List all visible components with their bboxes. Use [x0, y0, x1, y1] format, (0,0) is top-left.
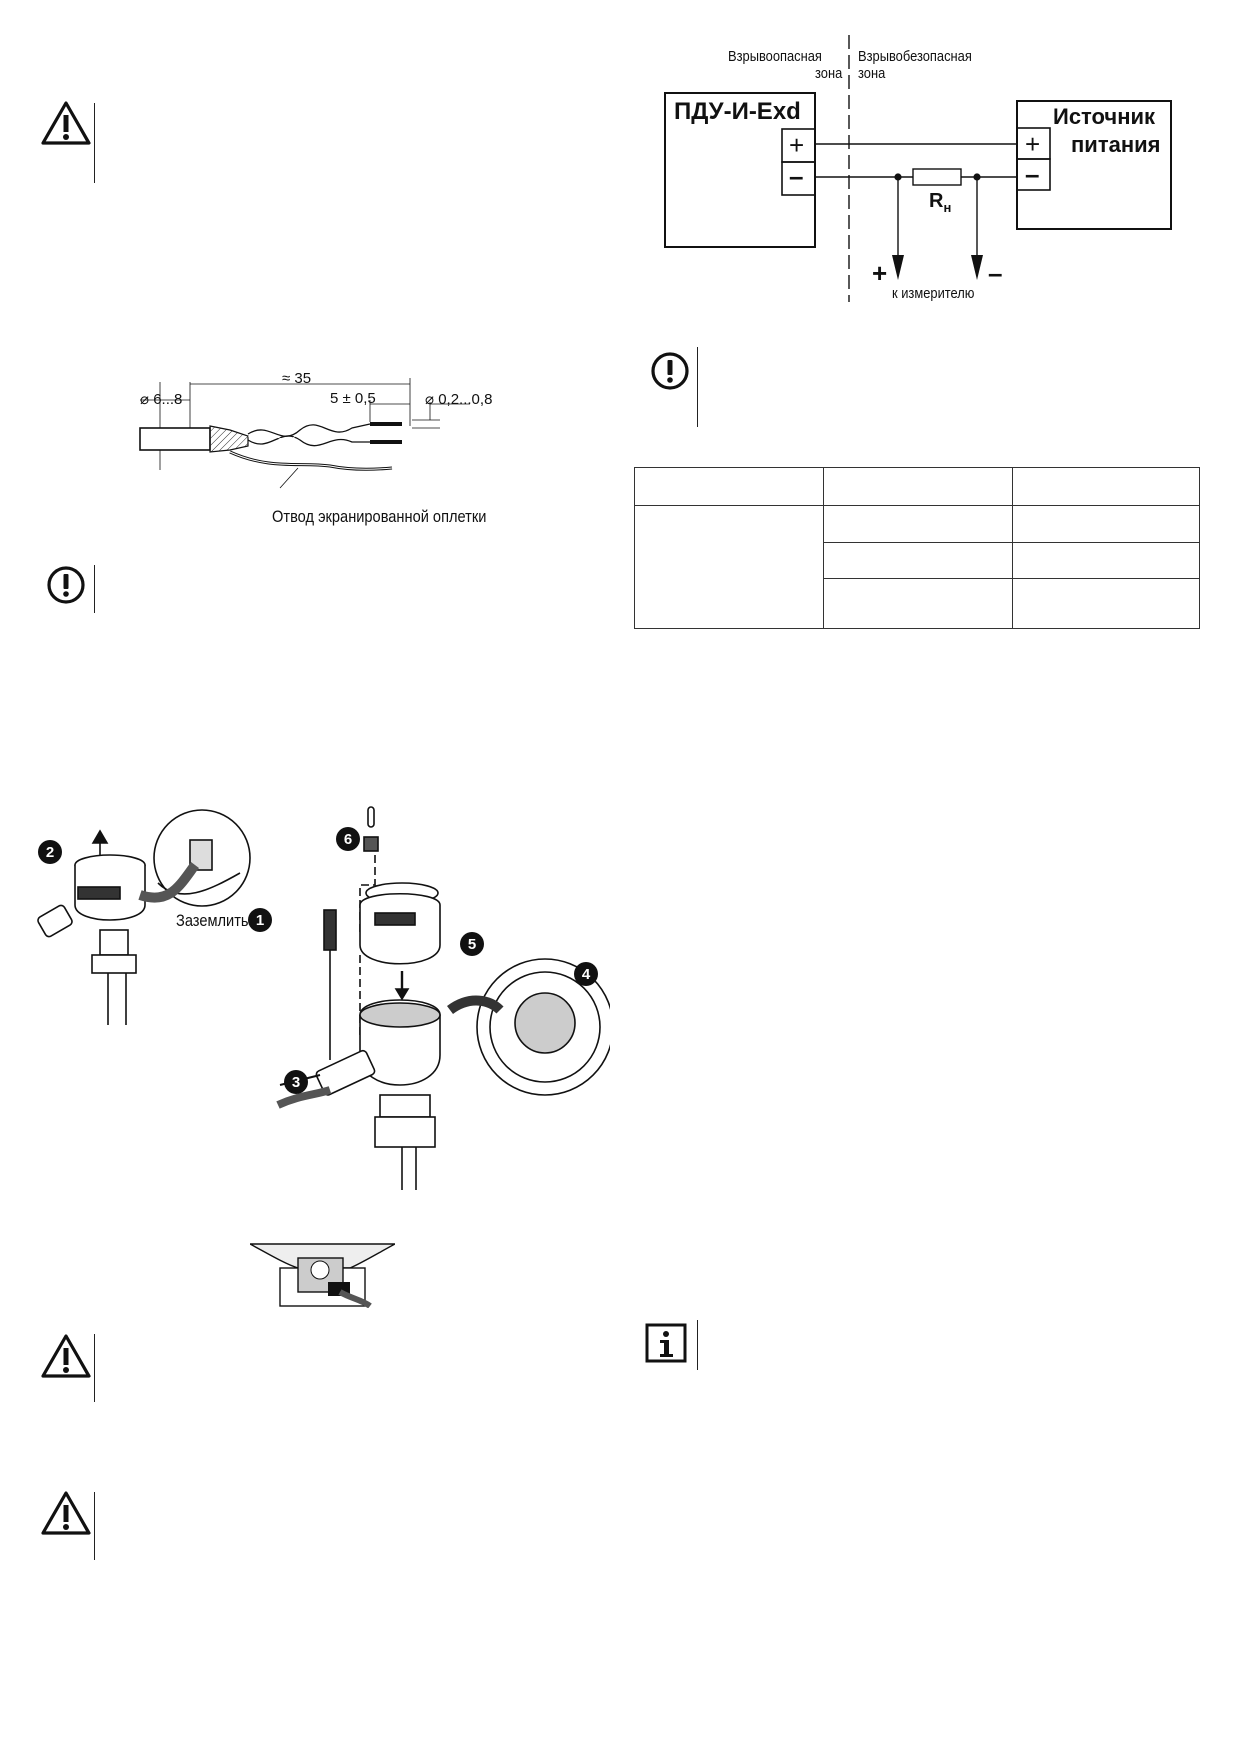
warning-block-3	[40, 1490, 92, 1541]
table-row	[635, 542, 1200, 579]
ground-label: Заземлить!	[176, 911, 253, 930]
cable-total-length: ≈ 35	[282, 370, 312, 387]
meter-label: к измерителю	[892, 285, 975, 302]
step-4-badge: 4	[574, 962, 598, 986]
meter-plus: +	[872, 258, 888, 288]
table-cell	[823, 505, 1013, 543]
circuit-diagram	[660, 30, 1180, 310]
spec-table	[634, 467, 1200, 629]
step-3-badge: 3	[284, 1070, 308, 1094]
device-plus-terminal: +	[789, 130, 805, 160]
warning-icon	[41, 1491, 91, 1535]
notice-divider-1	[94, 565, 95, 613]
cable-outer-diameter: ⌀ 6...8	[140, 391, 183, 408]
source-plus-terminal: +	[1025, 129, 1041, 159]
device-minus-terminal: –	[789, 161, 804, 191]
table-cell	[823, 467, 1013, 506]
table-row	[635, 578, 1200, 629]
table-cell	[1012, 467, 1200, 506]
hazardous-zone-label: Взрывоопасная	[728, 48, 822, 65]
device-name: ПДУ-И-Exd	[674, 98, 801, 125]
table-cell	[1012, 505, 1200, 543]
step-6-badge: 6	[336, 827, 360, 851]
power-source-line1: Источник	[1053, 104, 1156, 129]
cable-shield-label: Отвод экранированной оплетки	[272, 507, 487, 526]
table-row	[634, 505, 1200, 629]
info-divider	[697, 1320, 698, 1370]
hazardous-zone-label-2: зона	[815, 65, 843, 82]
notice-icon	[651, 352, 689, 390]
table-cell	[1012, 578, 1200, 629]
info-icon	[645, 1323, 687, 1363]
source-minus-terminal: –	[1025, 159, 1040, 189]
info-block	[645, 1323, 687, 1368]
warning-divider-1	[94, 103, 95, 183]
terminal-detail	[249, 1240, 396, 1309]
table-cell	[634, 467, 824, 506]
warning-icon	[41, 1334, 91, 1378]
meter-minus: –	[988, 258, 1003, 288]
notice-block-2	[650, 351, 690, 396]
warning-block-1	[40, 100, 92, 151]
step-2-badge: 2	[38, 840, 62, 864]
table-cell	[634, 505, 824, 629]
table-cell	[823, 542, 1013, 579]
cable-strip-length: 5 ± 0,5	[330, 390, 376, 407]
load-resistor-symbol: R	[929, 190, 944, 212]
notice-divider-2	[697, 347, 698, 427]
load-resistor-label: Rн	[929, 190, 951, 215]
load-resistor-subscript: н	[943, 200, 952, 215]
warning-block-2	[40, 1333, 92, 1384]
safe-zone-label: Взрывобезопасная	[858, 48, 972, 65]
assembly-illustration	[30, 795, 614, 1215]
warning-divider-3	[94, 1492, 95, 1560]
table-row	[634, 467, 1200, 506]
warning-divider-2	[94, 1334, 95, 1402]
safe-zone-label-2: зона	[858, 65, 886, 82]
step-5-badge: 5	[460, 932, 484, 956]
cable-wire-diameter: ⌀ 0,2...0,8	[425, 391, 493, 408]
notice-block-1	[46, 565, 86, 610]
warning-icon	[41, 101, 91, 145]
table-cell	[823, 578, 1013, 629]
cable-stripping-diagram	[130, 370, 520, 530]
power-source-line2: питания	[1071, 132, 1161, 157]
table-cell	[1012, 542, 1200, 579]
step-1-badge: 1	[248, 908, 272, 932]
notice-icon	[47, 566, 85, 604]
